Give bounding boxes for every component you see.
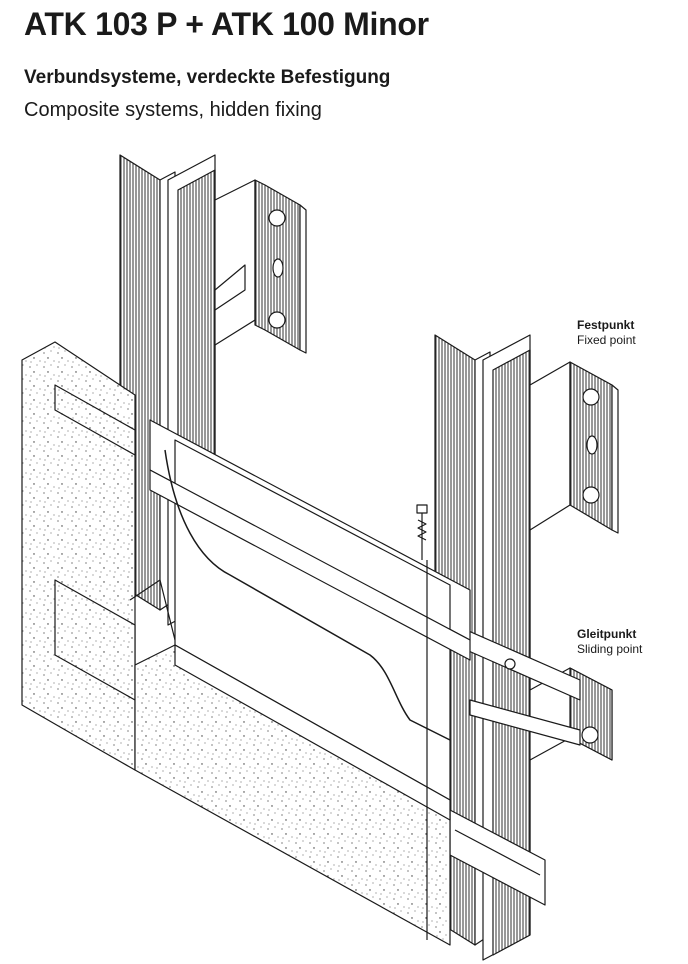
adhesive-cut-line [129,449,451,741]
bolt-icon [582,388,600,406]
fixed-point-label-en: Fixed point [577,333,636,347]
fixed-point-bracket [529,361,619,534]
bolt-icon [268,209,286,227]
bolt-icon [582,486,600,504]
bolt-icon [268,311,286,329]
sliding-point-label: Gleitpunkt Sliding point [577,627,642,657]
sliding-point-bracket [454,624,613,761]
subtitle-english: Composite systems, hidden fixing [24,99,322,121]
horizontal-profile [149,419,546,906]
fixed-point-label-de: Festpunkt [577,318,635,332]
slot-icon [272,258,284,278]
composite-panel-left [21,341,136,771]
sliding-point-label-de: Gleitpunkt [577,627,637,641]
slot-icon [586,435,598,455]
page-title: ATK 103 P + ATK 100 Minor [24,6,429,42]
fixed-point-label: Festpunkt Fixed point [577,318,636,348]
subtitle-german: Verbundsysteme, verdeckte Befestigung [24,67,391,88]
composite-panel-right [134,644,451,946]
bolt-icon [581,726,599,744]
screw-icon [416,504,428,560]
facade-system-illustration [21,154,619,961]
sliding-point-label-en: Sliding point [577,642,643,656]
upper-bracket [214,179,307,354]
